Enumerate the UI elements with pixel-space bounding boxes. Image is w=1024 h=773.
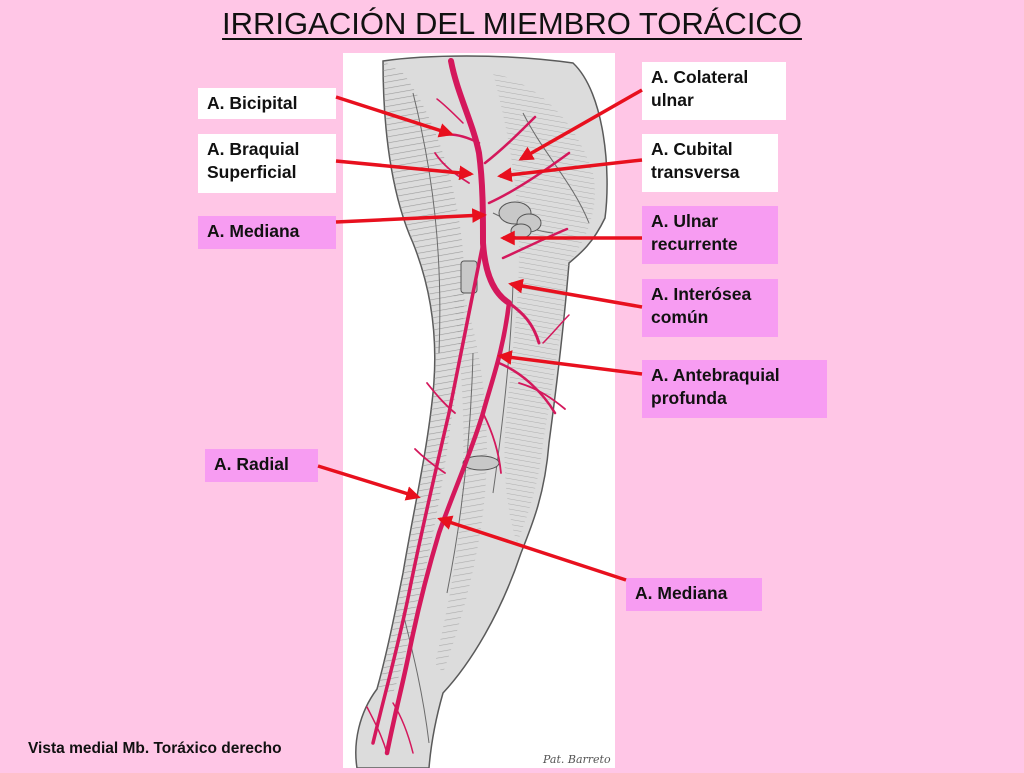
antebraquial-branch <box>497 361 557 415</box>
artery-tree <box>366 58 571 756</box>
muscle-shading <box>377 61 465 693</box>
colateral-ulnar-branch <box>483 115 537 165</box>
main-trunk-artery <box>448 58 512 306</box>
label-radial: A. Radial <box>205 449 318 482</box>
arrow-cubital-transversa <box>497 158 643 182</box>
label-bicipital: A. Bicipital <box>198 88 336 119</box>
label-interosea-comun: A. Interósea común <box>642 279 778 337</box>
arrow-antebraquial-profunda <box>497 350 643 376</box>
ulnar-recurrente-branch <box>501 227 569 260</box>
arrow-braquial-superficial <box>335 159 474 181</box>
label-mediana-lower: A. Mediana <box>626 578 762 611</box>
label-mediana-upper: A. Mediana <box>198 216 336 249</box>
muscle-shading <box>435 293 487 673</box>
joint-structures <box>460 201 542 471</box>
page-title: IRRIGACIÓN DEL MIEMBRO TORÁCICO <box>222 6 802 41</box>
arrow-mediana-lower <box>437 515 627 582</box>
label-colateral-ulnar: A. Colateral ulnar <box>642 62 786 120</box>
label-cubital-transversa: A. Cubital transversa <box>642 134 778 192</box>
label-ulnar-recurrente: A. Ulnar recurrente <box>642 206 778 264</box>
median-artery-path <box>384 300 512 756</box>
forelimb-illustration: Pat. Barreto <box>355 55 611 769</box>
label-antebraquial-profunda: A. Antebraquial profunda <box>642 360 827 418</box>
arrow-mediana-upper <box>335 208 487 224</box>
radial-artery-path <box>371 241 485 745</box>
illustration-plate: Pat. Barreto <box>343 53 615 769</box>
arrow-bicipital <box>335 95 454 138</box>
illustrator-signature: Pat. Barreto <box>542 753 611 766</box>
arrow-colateral-ulnar <box>518 88 643 161</box>
arrow-interosea-comun <box>508 278 643 309</box>
muscle-shading <box>493 73 595 543</box>
interosea-branch <box>507 301 541 345</box>
cubital-transversa-branch <box>487 151 571 205</box>
figure-caption: Vista medial Mb. Toráxico derecho <box>28 740 282 757</box>
arrow-radial <box>317 464 421 501</box>
label-braquial-superficial: A. Braquial Superficial <box>198 134 336 193</box>
